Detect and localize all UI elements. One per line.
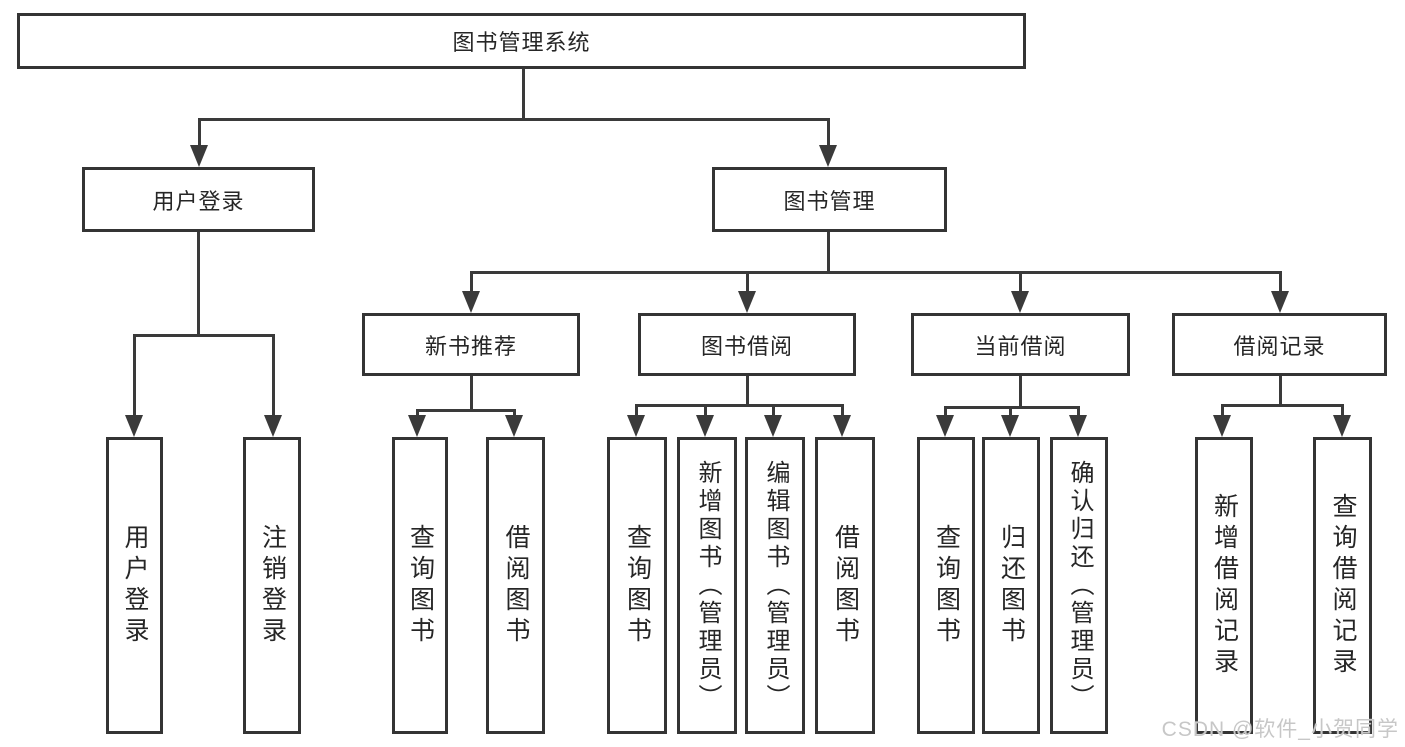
leaf-query-books-recommend: 查询图书 [392,437,448,734]
arrow-down-icon [819,145,837,167]
arrow-down-icon [696,415,714,437]
arrow-down-icon [1069,415,1087,437]
node-label: 新增图书（管理员） [694,459,721,712]
connector-level3-bar [470,271,1282,274]
connector-stem [470,376,473,412]
node-label: 当前借阅 [974,333,1067,359]
connector-stem [772,404,775,418]
connector-stem [1009,406,1012,418]
connector-stem [944,406,947,418]
arrow-down-icon [764,415,782,437]
connector-stem [635,404,638,418]
connector-stem [1077,406,1080,418]
connector-stem [746,376,749,407]
node-label: 确认归还（管理员） [1066,459,1093,712]
leaf-borrow-books-borrowing: 借阅图书 [815,437,875,734]
node-label: 新书推荐 [424,333,517,359]
leaf-borrow-books-recommend: 借阅图书 [486,437,545,734]
arrow-down-icon [738,291,756,313]
connector-stem [1341,404,1344,418]
node-new-book-recommendation: 新书推荐 [362,313,580,376]
node-label: 归还图书 [997,523,1026,648]
leaf-query-books-current: 查询图书 [917,437,975,734]
leaf-confirm-return-admin: 确认归还（管理员） [1050,437,1108,734]
node-label: 查询图书 [406,523,435,648]
node-label: 编辑图书（管理员） [762,459,789,712]
connector-bar [635,404,844,407]
node-label: 借阅图书 [831,523,860,648]
connector-stem [198,118,201,150]
connector-stem [1221,404,1224,418]
connector-stem [841,404,844,418]
arrow-down-icon [1271,291,1289,313]
connector-stem [1279,376,1282,407]
connector-bar [416,409,516,412]
leaf-query-borrow-record: 查询借阅记录 [1313,437,1372,734]
node-label: 新增借阅记录 [1210,492,1239,679]
connector-bar [133,334,275,337]
connector-stem [416,409,419,419]
connector-stem [470,271,473,295]
leaf-edit-books-admin: 编辑图书（管理员） [745,437,805,734]
node-current-borrowing: 当前借阅 [911,313,1130,376]
arrow-down-icon [1011,291,1029,313]
leaf-add-borrow-record: 新增借阅记录 [1195,437,1253,734]
leaf-add-books-admin: 新增图书（管理员） [677,437,737,734]
csdn-watermark: CSDN @软件_小贺同学 [1161,718,1399,741]
connector-stem [272,334,275,419]
connector-stem [827,118,830,150]
node-label: 查询图书 [932,523,961,648]
arrow-down-icon [190,145,208,167]
arrow-down-icon [1333,415,1351,437]
leaf-query-books-borrowing: 查询图书 [607,437,667,734]
arrow-down-icon [125,415,143,437]
node-library-management-system: 图书管理系统 [17,13,1026,69]
arrow-down-icon [833,415,851,437]
arrow-down-icon [627,415,645,437]
node-book-borrowing: 图书借阅 [638,313,856,376]
arrow-down-icon [1001,415,1019,437]
node-book-management-branch: 图书管理 [712,167,947,232]
connector-stem [1019,376,1022,409]
node-label: 借阅图书 [502,523,530,648]
connector-bar [1221,404,1344,407]
node-label: 用户登录 [121,523,149,648]
connector-stem [1279,271,1282,295]
connector-stem [1019,271,1022,295]
node-label: 图书管理系统 [452,30,591,55]
arrow-down-icon [1213,415,1231,437]
node-borrowing-records: 借阅记录 [1172,313,1387,376]
connector-bar [944,406,1080,409]
node-label: 查询图书 [623,523,652,648]
node-label: 用户登录 [152,188,245,214]
arrow-down-icon [936,415,954,437]
leaf-user-login: 用户登录 [106,437,163,734]
node-label: 查询借阅记录 [1329,492,1357,679]
node-label: 借阅记录 [1233,333,1326,359]
leaf-logout: 注销登录 [243,437,301,734]
connector-level2-bar [198,118,830,121]
leaf-return-books: 归还图书 [982,437,1040,734]
arrow-down-icon [505,415,523,437]
node-user-login-branch: 用户登录 [82,167,315,232]
connector-stem [513,409,516,419]
connector-stem [133,334,136,419]
node-label: 图书管理 [783,188,876,214]
connector-stem [704,404,707,418]
connector-root-stem [522,69,525,121]
arrow-down-icon [408,415,426,437]
connector-stem [746,271,749,295]
node-label: 注销登录 [258,523,287,648]
connector-stem [197,232,200,337]
connector-stem [827,232,830,274]
arrow-down-icon [264,415,282,437]
arrow-down-icon [462,291,480,313]
node-label: 图书借阅 [700,333,793,359]
